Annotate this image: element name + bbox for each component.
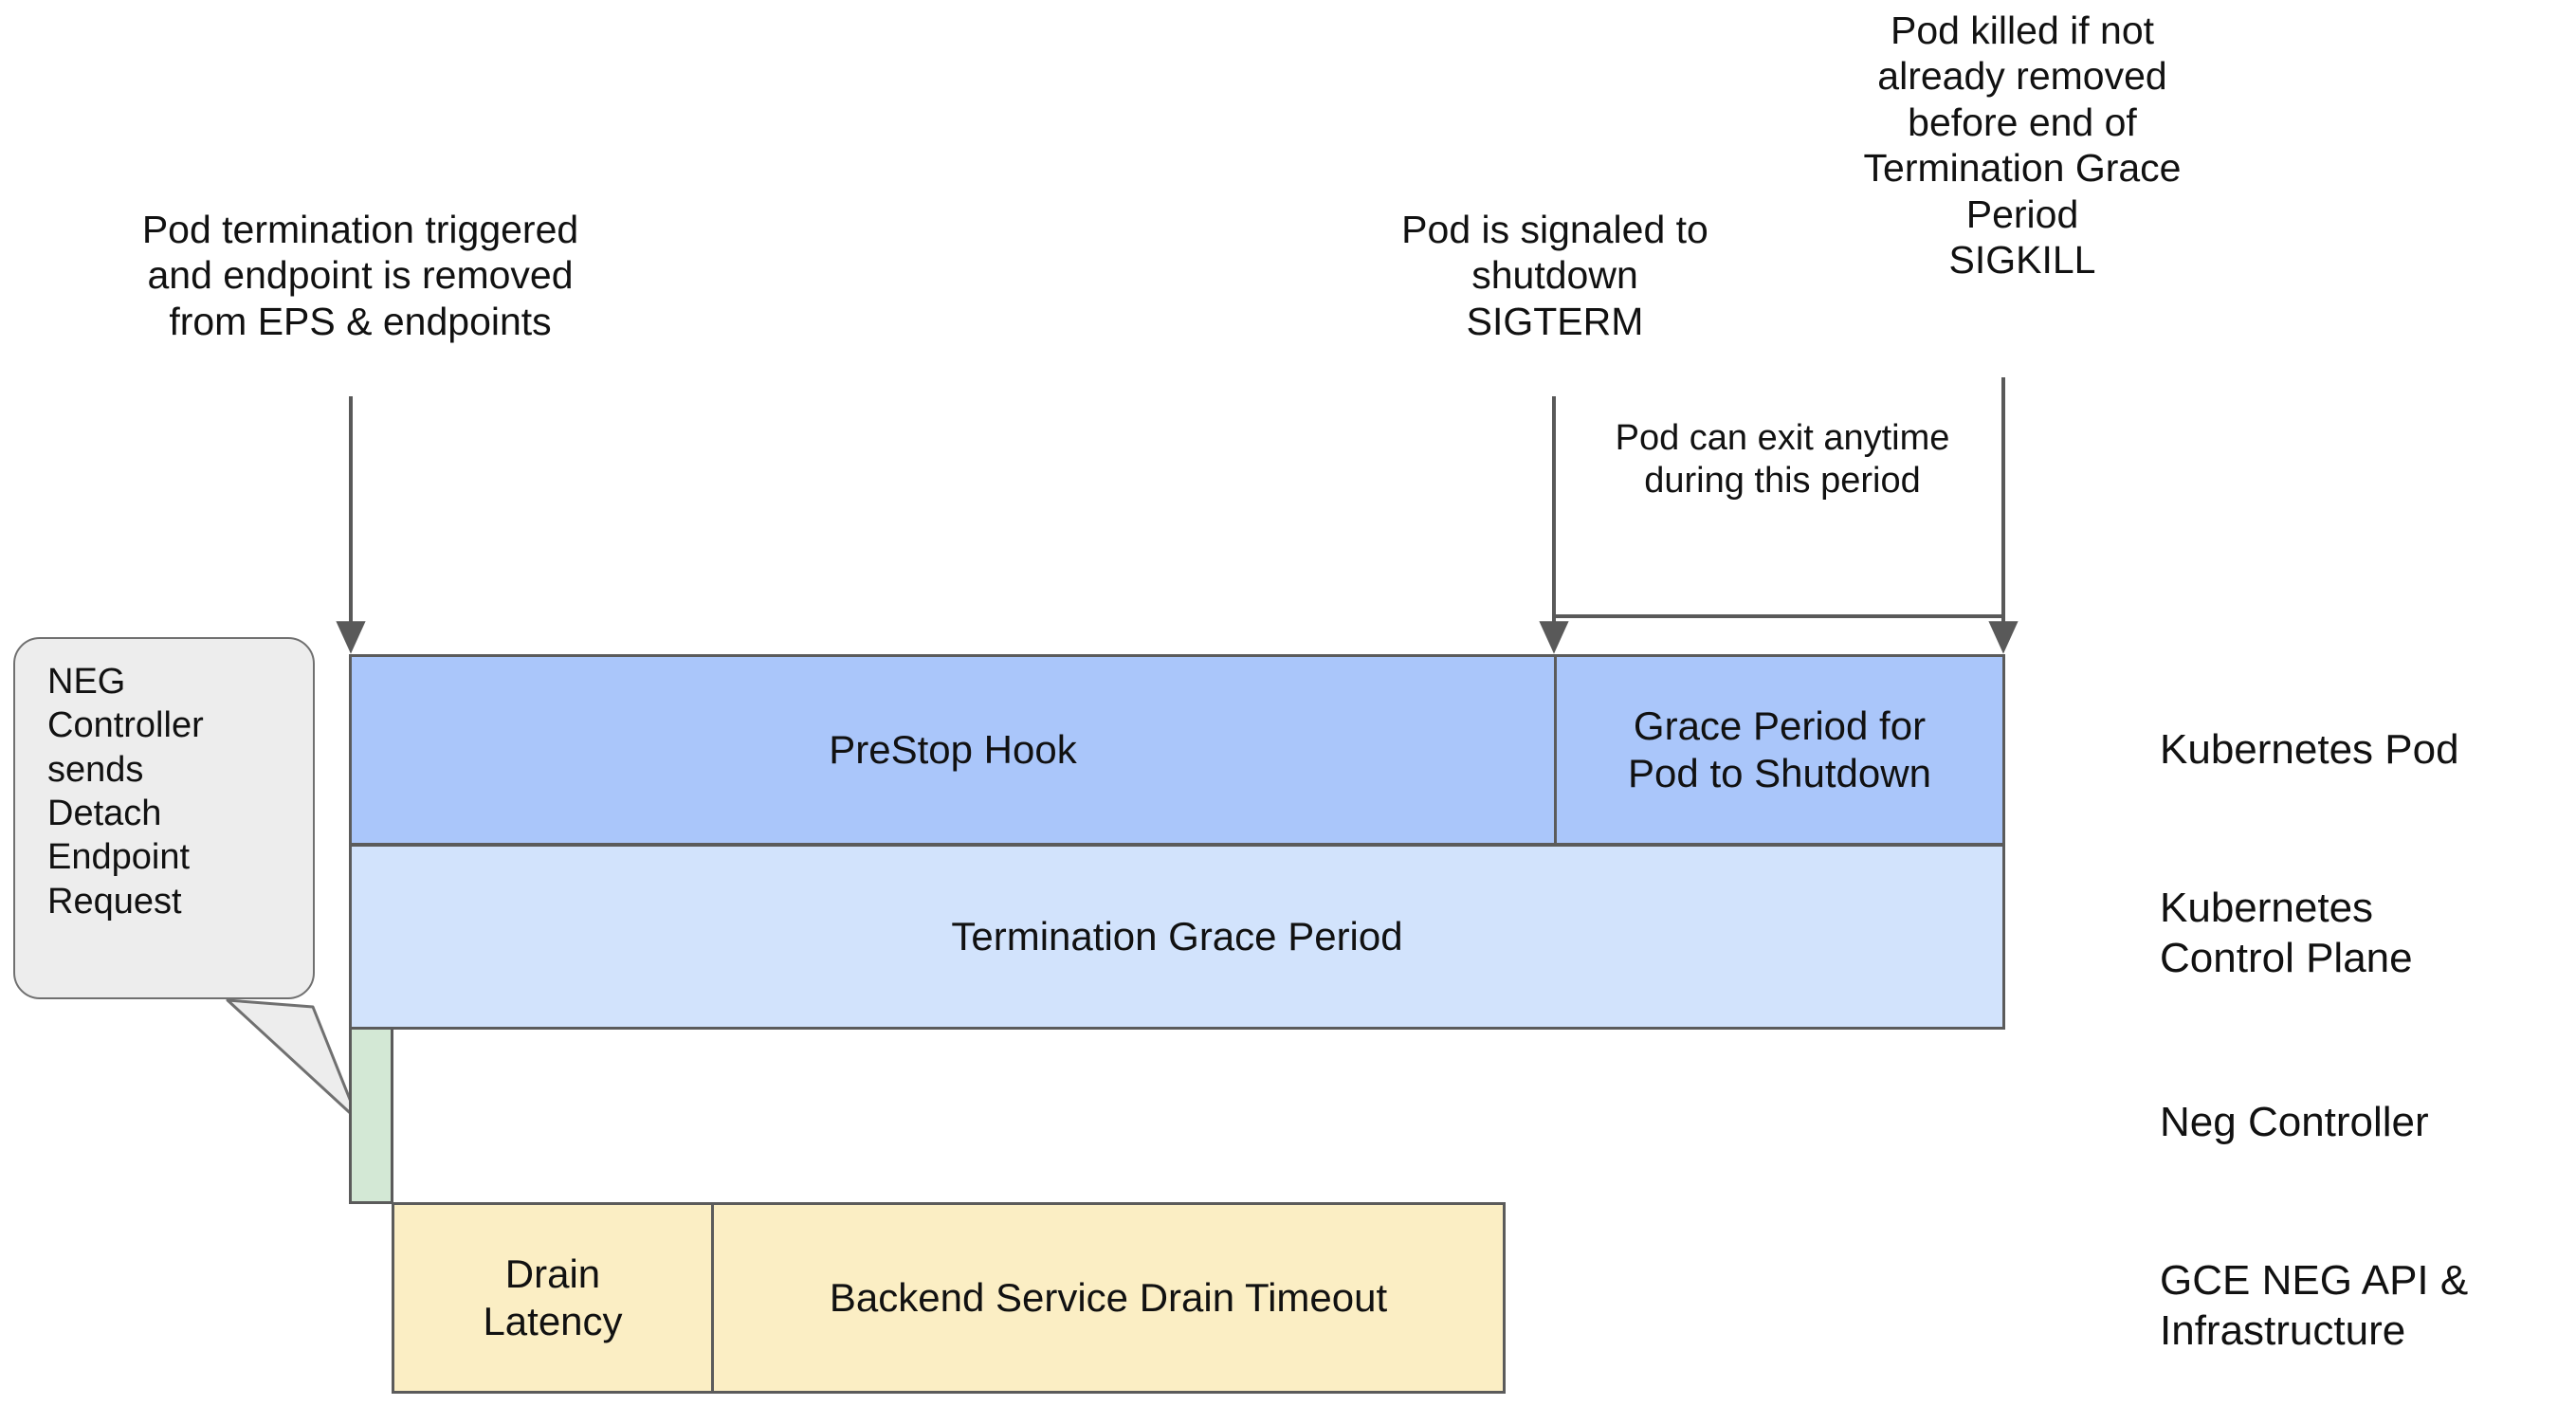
lane-label-gce-neg-api: GCE NEG API & Infrastructure	[2160, 1257, 2469, 1354]
bar-termination-grace-period[interactable]: Termination Grace Period	[349, 844, 2005, 1030]
annotation-sigkill: Pod killed if not already removed before…	[1863, 9, 2182, 282]
callout-neg-detach: NEG Controller sends Detach Endpoint Req…	[13, 637, 315, 999]
annotation-pod-termination: Pod termination triggered and endpoint i…	[141, 208, 579, 343]
annotation-pod-exit: Pod can exit anytime during this period	[1615, 418, 1950, 501]
bar-neg-detach-endpoint[interactable]	[349, 1027, 393, 1204]
bar-backend-service-drain-timeout[interactable]: Backend Service Drain Timeout	[711, 1202, 1506, 1394]
annotation-sigterm: Pod is signaled to shutdown SIGTERM	[1401, 208, 1708, 343]
lane-label-neg-controller: Neg Controller	[2160, 1099, 2429, 1145]
lane-label-kubernetes-pod: Kubernetes Pod	[2160, 726, 2459, 773]
bar-prestop-hook[interactable]: PreStop Hook	[349, 654, 1557, 846]
bar-drain-latency[interactable]: Drain Latency	[392, 1202, 714, 1394]
callout-tail	[226, 998, 360, 1123]
bar-grace-period-pod-shutdown[interactable]: Grace Period for Pod to Shutdown	[1554, 654, 2005, 846]
lane-label-kubernetes-control-plane: Kubernetes Control Plane	[2160, 885, 2413, 981]
